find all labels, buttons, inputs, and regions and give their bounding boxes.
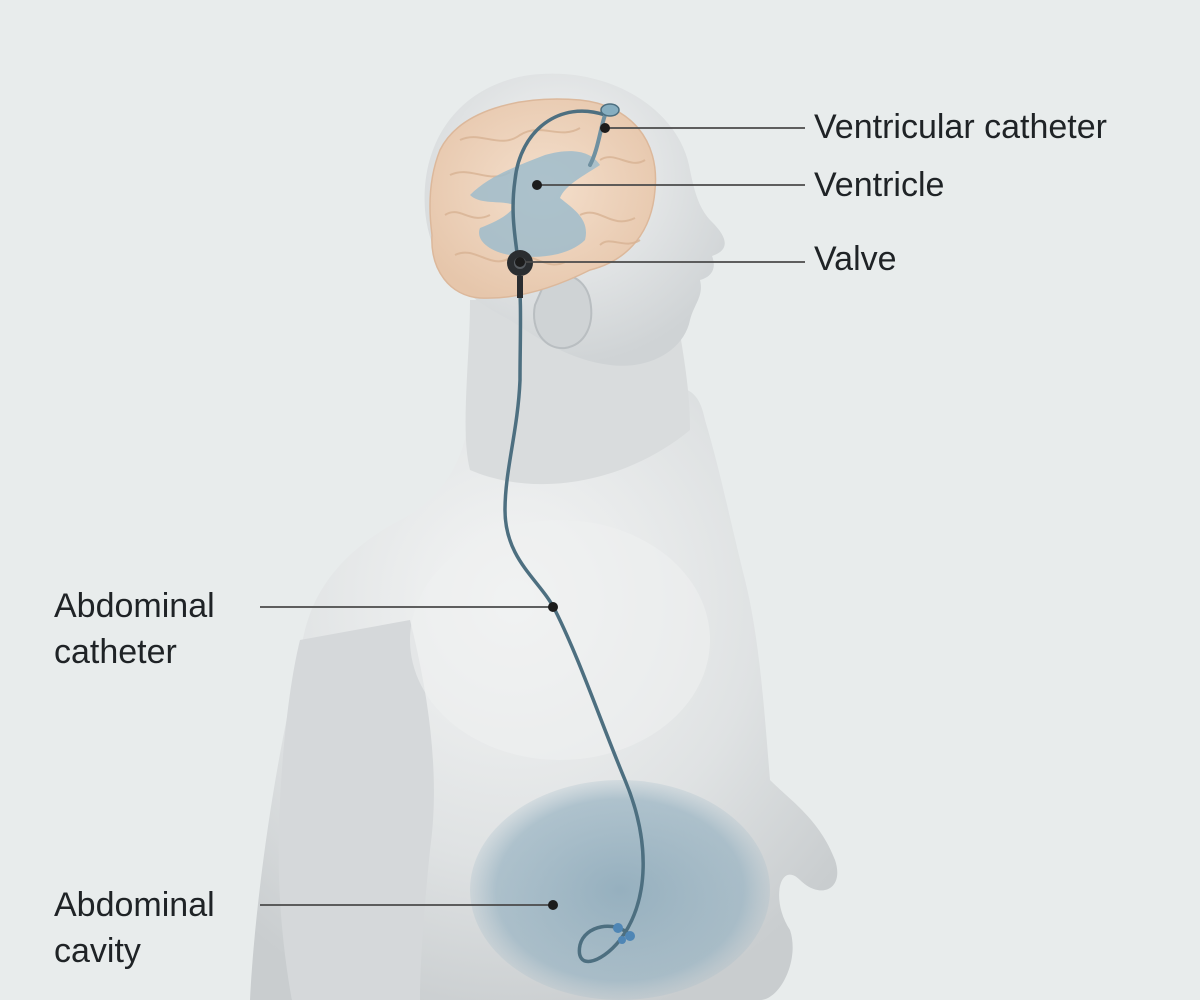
label-abdominal-cavity-line1: Abdominal	[54, 886, 215, 924]
catheter-tube	[503, 109, 645, 963]
left-arm	[278, 620, 434, 1000]
catheter-end-cap	[600, 103, 620, 117]
leader-lines	[260, 127, 805, 906]
label-ventricular-catheter-text: Ventricular catheter	[814, 108, 1107, 146]
abdominal-cavity-dot	[548, 900, 558, 910]
ventricular-catheter-tip	[588, 113, 607, 167]
label-valve: Valve	[814, 236, 897, 282]
brain-folds	[444, 127, 646, 266]
chest-highlight	[410, 520, 710, 760]
leader-dots	[515, 123, 610, 910]
valve-dot	[515, 257, 525, 267]
abdominal-cavity-region	[470, 780, 770, 1000]
label-abdominal-cavity: Abdominal cavity	[54, 882, 215, 974]
label-ventricle-text: Ventricle	[814, 166, 945, 204]
label-abdominal-cavity-line2: cavity	[54, 932, 141, 970]
label-ventricular-catheter: Ventricular catheter	[814, 104, 1107, 150]
label-ventricle: Ventricle	[814, 162, 944, 208]
label-abdominal-catheter: Abdominal catheter	[54, 583, 215, 675]
ventricle-dot	[532, 180, 542, 190]
ventricle	[470, 151, 600, 257]
label-abdominal-catheter-line1: Abdominal	[54, 587, 215, 625]
ventricular-catheter-dot	[600, 123, 610, 133]
distal-catheter-tips	[613, 923, 635, 944]
label-abdominal-catheter-line2: catheter	[54, 633, 177, 671]
label-valve-text: Valve	[814, 240, 897, 278]
abdominal-catheter-dot	[548, 602, 558, 612]
